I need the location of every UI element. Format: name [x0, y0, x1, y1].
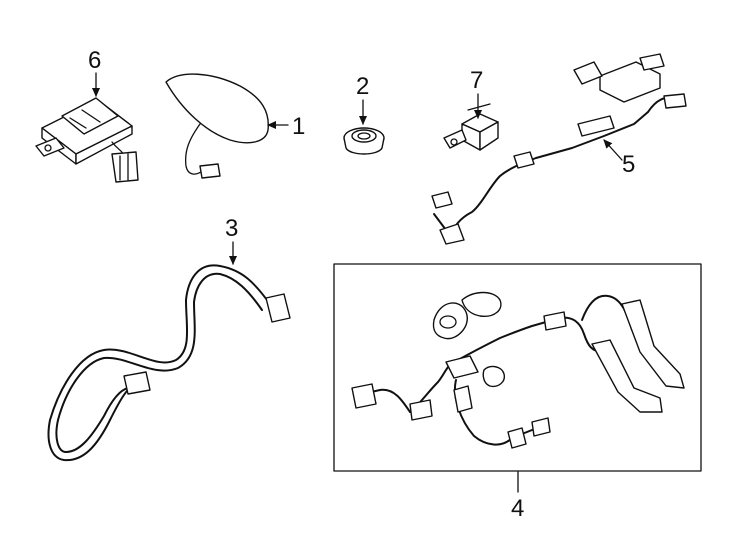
- callout-2: 2: [356, 73, 369, 100]
- part-7-sensor: [443, 103, 499, 151]
- callout-1: 1: [292, 113, 305, 140]
- callout-7: 7: [470, 67, 483, 94]
- part-4-frame: [333, 263, 702, 472]
- leader-5: [603, 139, 623, 161]
- callout-6: 6: [88, 47, 101, 74]
- callout-3: 3: [225, 215, 238, 242]
- part-5-harness: [431, 53, 687, 245]
- callout-4: 4: [511, 495, 524, 522]
- callout-5: 5: [622, 151, 635, 178]
- part-2-grommet: [343, 127, 385, 155]
- part-1-antenna: [165, 73, 269, 179]
- part-4-harness: [351, 291, 685, 449]
- part-3-cable: [47, 264, 291, 462]
- part-6-module-bracket: [35, 97, 139, 183]
